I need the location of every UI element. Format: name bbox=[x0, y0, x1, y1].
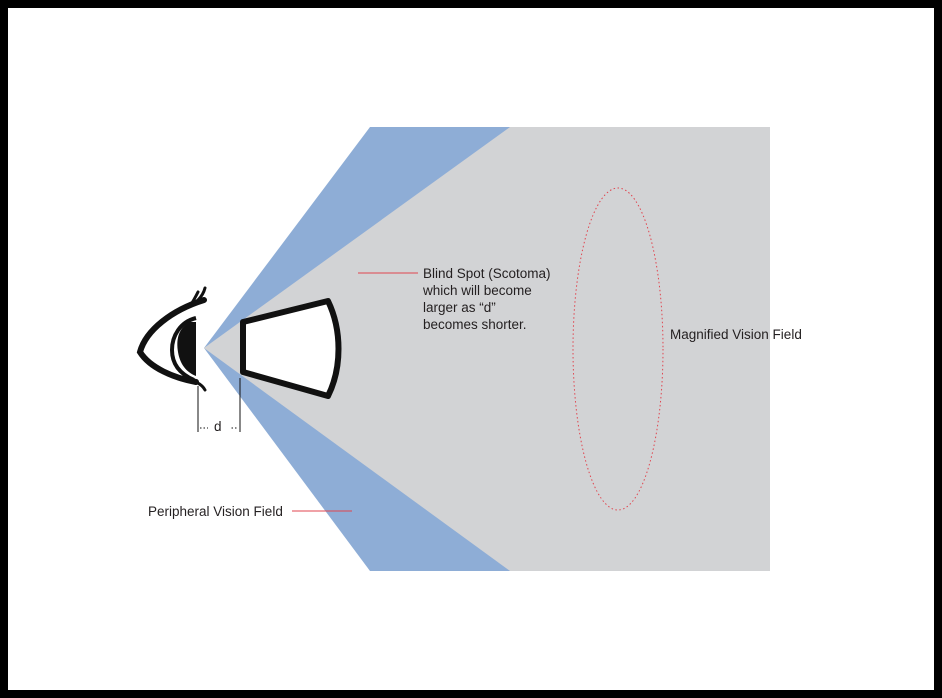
magnifier-lens-frame bbox=[240, 298, 342, 399]
svg-text:which will become: which will become bbox=[422, 283, 532, 298]
eye-icon bbox=[136, 286, 207, 392]
magnified-vision-field bbox=[204, 127, 770, 571]
blind-spot-label: Blind Spot (Scotoma) which will become l… bbox=[422, 266, 551, 332]
magnified-field-ellipse bbox=[572, 187, 664, 511]
svg-text:Blind Spot (Scotoma): Blind Spot (Scotoma) bbox=[423, 266, 551, 281]
magnified-field-label: Magnified Vision Field bbox=[670, 327, 802, 342]
distance-label: d bbox=[214, 419, 222, 434]
peripheral-field-label: Peripheral Vision Field bbox=[148, 504, 283, 519]
svg-text:larger as “d”: larger as “d” bbox=[423, 300, 496, 315]
svg-text:becomes shorter.: becomes shorter. bbox=[423, 317, 527, 332]
